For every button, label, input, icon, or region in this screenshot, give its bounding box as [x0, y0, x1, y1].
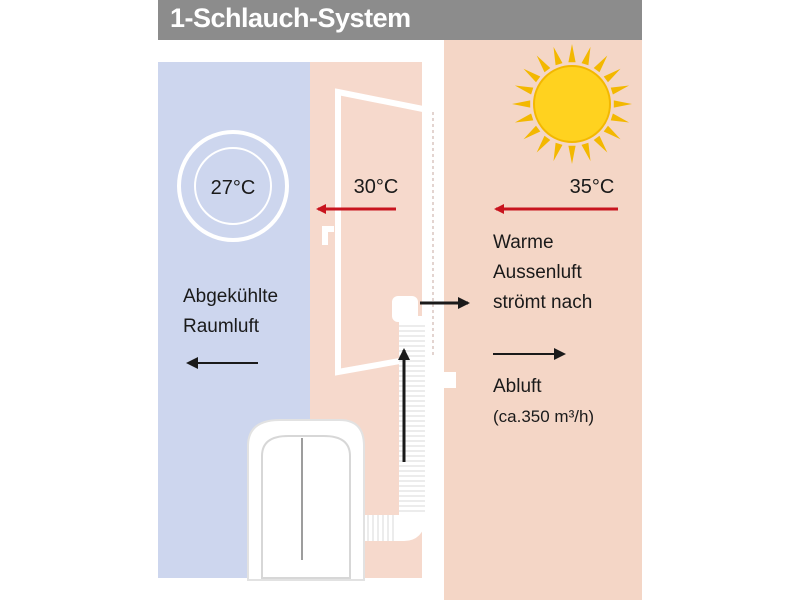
title-bar: [158, 0, 642, 40]
exhaust-line2: (ca.350 m³/h): [493, 407, 594, 426]
outside-temp-label: 35°C: [570, 176, 615, 198]
warm-air-line3: strömt nach: [493, 292, 592, 313]
sun-icon: [512, 44, 632, 164]
window-handle: [322, 226, 334, 245]
diagram-title: 1-Schlauch-System: [170, 3, 411, 33]
warm-air-line2: Aussenluft: [493, 262, 582, 283]
room-temp-label: 27°C: [211, 177, 256, 199]
cooled-air-line1: Abgekühlte: [183, 286, 278, 307]
room-temp-indicator: 27°C: [177, 130, 289, 242]
warm-air-line1: Warme: [493, 232, 554, 253]
cooled-air-line2: Raumluft: [183, 316, 260, 337]
exhaust-line1: Abluft: [493, 376, 542, 397]
window-temp-label: 30°C: [354, 176, 399, 198]
air-conditioner-unit: [247, 419, 365, 581]
